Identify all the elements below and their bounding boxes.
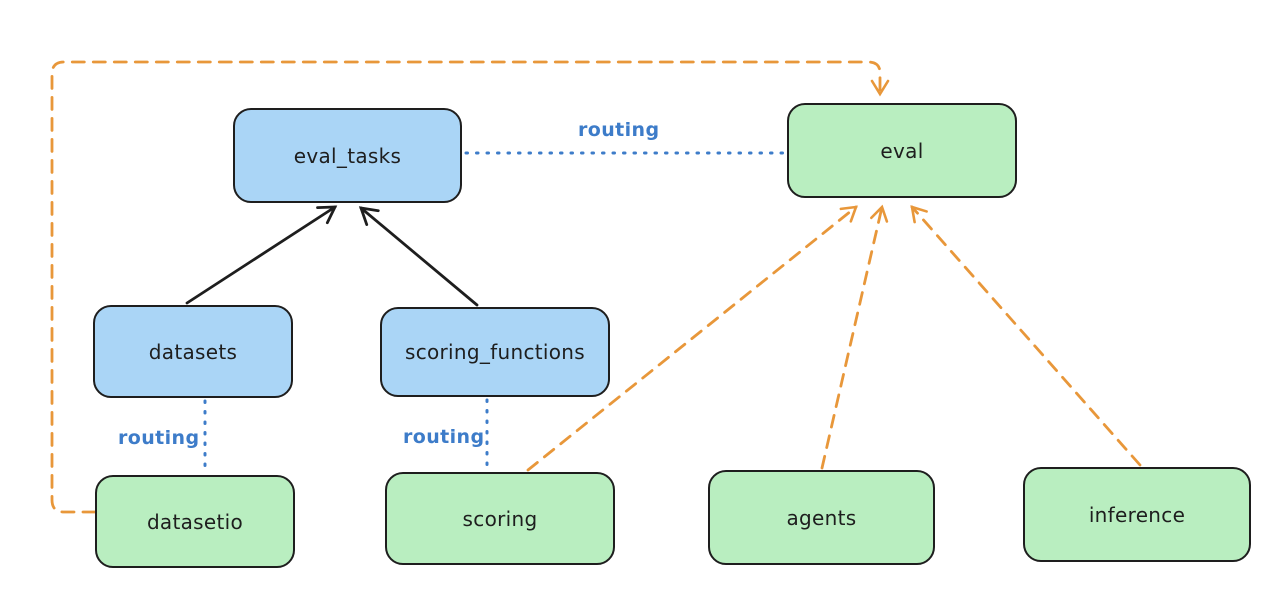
node-eval: eval [787,103,1017,198]
node-agents-label: agents [786,505,857,530]
node-scoring-functions: scoring_functions [380,307,610,397]
node-eval-tasks: eval_tasks [233,108,462,203]
edge-agents-to-eval [820,204,889,470]
edge-datasetio-to-eval [50,60,890,514]
edge-datasets-to-eval-tasks [185,205,338,305]
node-inference-label: inference [1088,502,1186,527]
routing-label-scoring-functions-scoring: routing [403,426,485,448]
node-datasetio: datasetio [95,475,295,568]
node-eval-tasks-label: eval_tasks [293,143,402,168]
node-eval-label: eval [880,138,924,163]
routing-label-datasets-datasetio: routing [118,427,200,449]
node-inference: inference [1023,467,1251,562]
node-datasetio-label: datasetio [146,509,244,534]
node-scoring-label: scoring [462,506,538,531]
edge-inference-to-eval [910,205,1142,467]
node-scoring-functions-label: scoring_functions [404,340,586,364]
edge-scoring-to-eval [526,205,858,472]
edge-scoring-functions-to-eval-tasks [358,206,479,307]
routing-label-eval-tasks-eval: routing [578,119,660,141]
node-scoring: scoring [385,472,615,565]
node-agents: agents [708,470,935,565]
node-datasets-label: datasets [148,339,238,364]
node-datasets: datasets [93,305,293,398]
